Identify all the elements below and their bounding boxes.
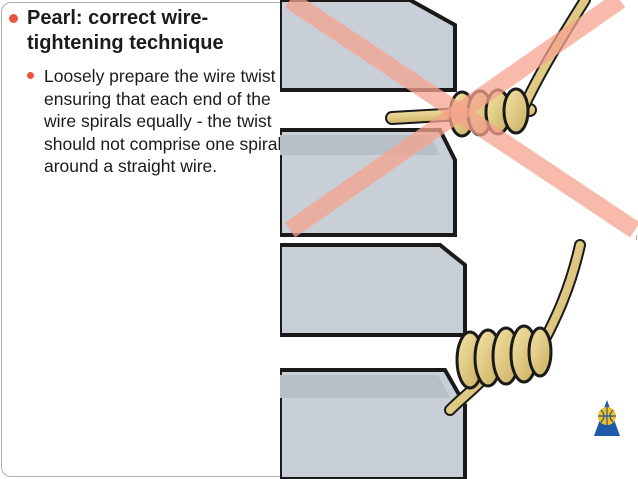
wire-twist-illustration (280, 0, 638, 479)
incorrect-twist-image (280, 0, 638, 238)
heading-text: Pearl: correct wire-tightening technique (27, 7, 224, 54)
bullet-dot (9, 14, 18, 23)
text-panel: Pearl: correct wire-tightening technique… (0, 0, 282, 479)
bullet-dot (27, 72, 34, 79)
correct-twist-image (280, 239, 638, 479)
body-text: Loosely prepare the wire twist ensuring … (44, 66, 282, 176)
globe-logo-icon (594, 400, 620, 436)
slide-body: Loosely prepare the wire twist ensuring … (27, 65, 282, 178)
slide-heading: Pearl: correct wire-tightening technique (9, 6, 277, 56)
